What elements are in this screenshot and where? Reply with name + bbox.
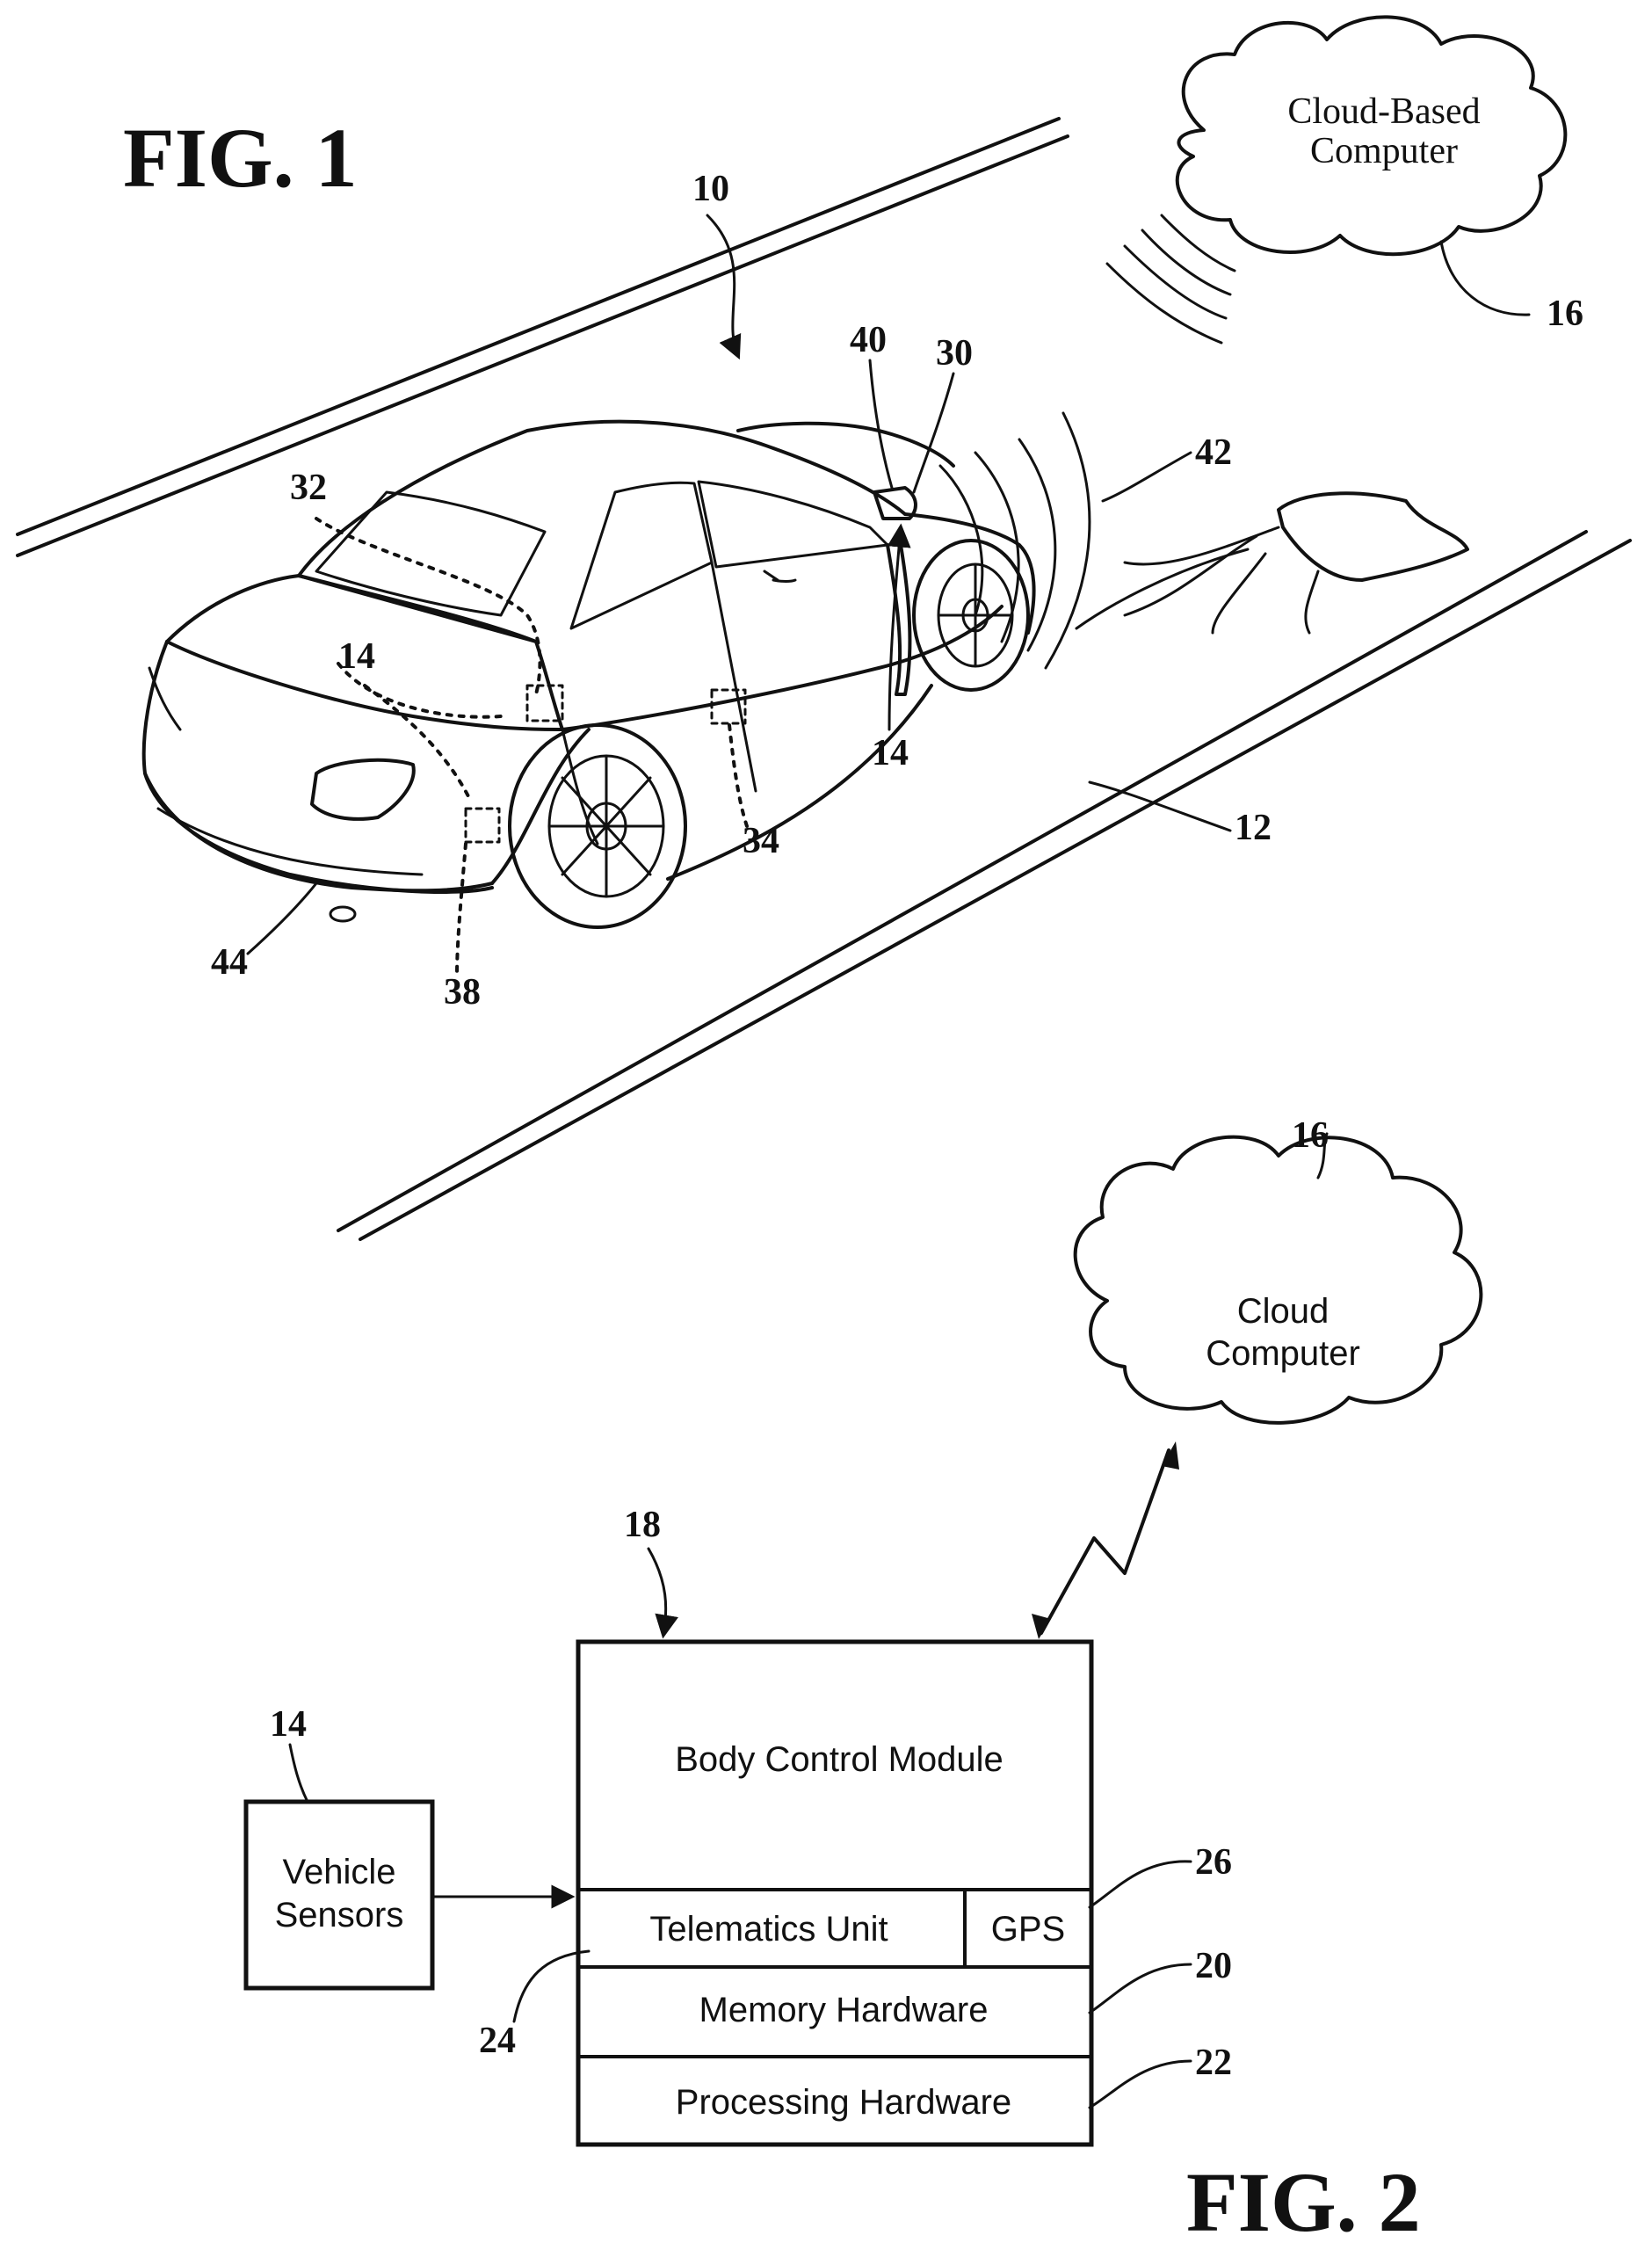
- wireless-link: [1041, 1450, 1169, 1633]
- vehicle-sensors: Vehicle Sensors 14: [246, 1704, 571, 1988]
- fig2-title: FIG. 2: [1186, 2155, 1421, 2249]
- telematics-unit-label: Telematics Unit: [649, 1910, 888, 1949]
- ref-14-front: 14: [872, 733, 909, 773]
- bcm-label: Body Control Module: [675, 1740, 1004, 1779]
- ref-30: 30: [936, 333, 973, 374]
- vehicle-sensors-line1: Vehicle: [283, 1853, 396, 1891]
- ref-44: 44: [211, 942, 248, 983]
- cloud-computer-label-line2: Computer: [1206, 1334, 1360, 1373]
- cloud-based-label-line1: Cloud-Based: [1287, 91, 1480, 132]
- ref-16-fig1: 16: [1547, 294, 1583, 334]
- ref-14-rear: 14: [338, 636, 375, 677]
- gps-label: GPS: [991, 1910, 1065, 1949]
- ref-40: 40: [850, 320, 887, 360]
- vehicle-sensors-line2: Sensors: [275, 1896, 404, 1934]
- ref-26: 26: [1195, 1842, 1232, 1883]
- memory-hardware-label: Memory Hardware: [699, 1991, 989, 2029]
- cloud-computer: Cloud Computer 16: [1076, 1115, 1482, 1423]
- ref-32: 32: [290, 468, 327, 508]
- ref-16-fig2: 16: [1292, 1115, 1329, 1156]
- sensor-leaders: [316, 519, 747, 976]
- figure-1: FIG. 1 Cloud-Based Computer 16 10: [18, 17, 1630, 1239]
- ref-38: 38: [444, 972, 481, 1012]
- processing-hardware-label: Processing Hardware: [676, 2083, 1011, 2122]
- ref-42: 42: [1195, 432, 1232, 473]
- ref-22: 22: [1195, 2043, 1232, 2083]
- ref-18: 18: [624, 1505, 661, 1545]
- wireless-arrowhead-up: [1162, 1441, 1179, 1470]
- ref-24: 24: [479, 2021, 516, 2061]
- cloud-based-label-line2: Computer: [1310, 131, 1458, 171]
- ref-14-fig2: 14: [270, 1704, 307, 1745]
- ref-12: 12: [1235, 808, 1272, 848]
- cloud-computer-label-line1: Cloud: [1237, 1292, 1330, 1331]
- fig1-title: FIG. 1: [123, 111, 358, 205]
- ref-20: 20: [1195, 1946, 1232, 1986]
- wireless-signal-waves: [1107, 215, 1235, 343]
- vehicle-car: [144, 422, 1034, 927]
- ref-34: 34: [743, 821, 779, 861]
- figure-2: Cloud Computer 16 Body Control Module Te…: [246, 1115, 1481, 2249]
- road-debris-object: [1076, 493, 1467, 633]
- cloud-based-computer: Cloud-Based Computer 16: [1177, 17, 1583, 334]
- body-control-module: Body Control Module Telematics Unit GPS …: [578, 1642, 1091, 2145]
- ref-10: 10: [692, 169, 729, 209]
